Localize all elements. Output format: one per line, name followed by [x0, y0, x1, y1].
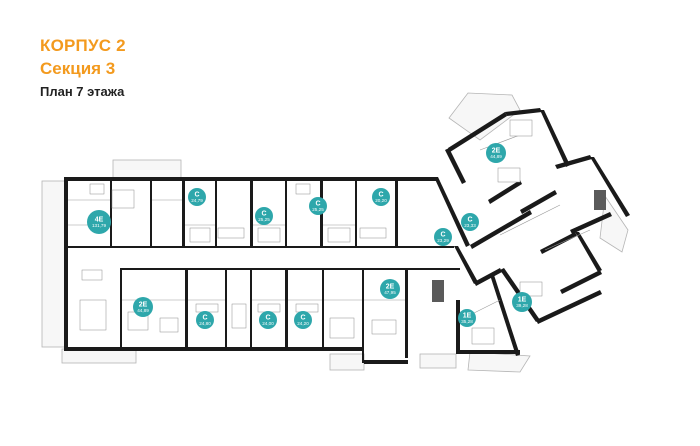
floor-plan-subtitle: План 7 этажа	[40, 84, 125, 99]
unit-badge[interactable]: С24,20	[294, 311, 312, 329]
unit-badge[interactable]: С24,00	[259, 311, 277, 329]
svg-text:24,20: 24,20	[297, 321, 309, 326]
svg-text:С: С	[467, 217, 472, 224]
unit-badge[interactable]: С25,25	[255, 207, 273, 225]
svg-text:С: С	[265, 315, 270, 322]
unit-badge[interactable]: С24,79	[188, 188, 206, 206]
svg-text:20,20: 20,20	[375, 198, 387, 203]
unit-badge[interactable]: С23,29	[434, 228, 452, 246]
svg-text:1Е: 1Е	[463, 313, 472, 320]
building-title: КОРПУС 2	[40, 36, 126, 55]
svg-text:С: С	[378, 192, 383, 199]
svg-text:С: С	[300, 315, 305, 322]
svg-text:С: С	[315, 201, 320, 208]
svg-text:25,25: 25,25	[312, 207, 324, 212]
unit-badge[interactable]: С20,20	[372, 188, 390, 206]
section-title: Секция 3	[40, 59, 116, 78]
svg-text:1Е: 1Е	[518, 297, 527, 304]
svg-text:23,29: 23,29	[437, 238, 449, 243]
unit-badge[interactable]: С23,33	[461, 213, 479, 231]
furniture	[79, 119, 606, 345]
balconies	[41, 92, 629, 373]
svg-text:23,33: 23,33	[464, 223, 476, 228]
svg-text:24,79: 24,79	[191, 198, 203, 203]
svg-text:44,89: 44,89	[490, 154, 502, 159]
unit-badge[interactable]: С24,80	[196, 311, 214, 329]
svg-text:24,80: 24,80	[199, 321, 211, 326]
svg-text:131,79: 131,79	[92, 223, 106, 228]
svg-text:39,28: 39,28	[516, 303, 528, 308]
svg-text:С: С	[261, 211, 266, 218]
svg-text:С: С	[194, 192, 199, 199]
svg-text:2Е: 2Е	[386, 284, 395, 291]
svg-text:С: С	[440, 232, 445, 239]
svg-text:4E: 4E	[95, 217, 104, 224]
unit-badge[interactable]: С25,25	[309, 197, 327, 215]
svg-text:2Е: 2Е	[139, 302, 148, 309]
svg-text:44,89: 44,89	[137, 308, 149, 313]
svg-text:С: С	[202, 315, 207, 322]
svg-text:35,28: 35,28	[461, 319, 473, 324]
svg-text:47,95: 47,95	[384, 290, 396, 295]
svg-text:24,00: 24,00	[262, 321, 274, 326]
svg-text:25,25: 25,25	[258, 217, 270, 222]
svg-text:2Е: 2Е	[492, 148, 501, 155]
